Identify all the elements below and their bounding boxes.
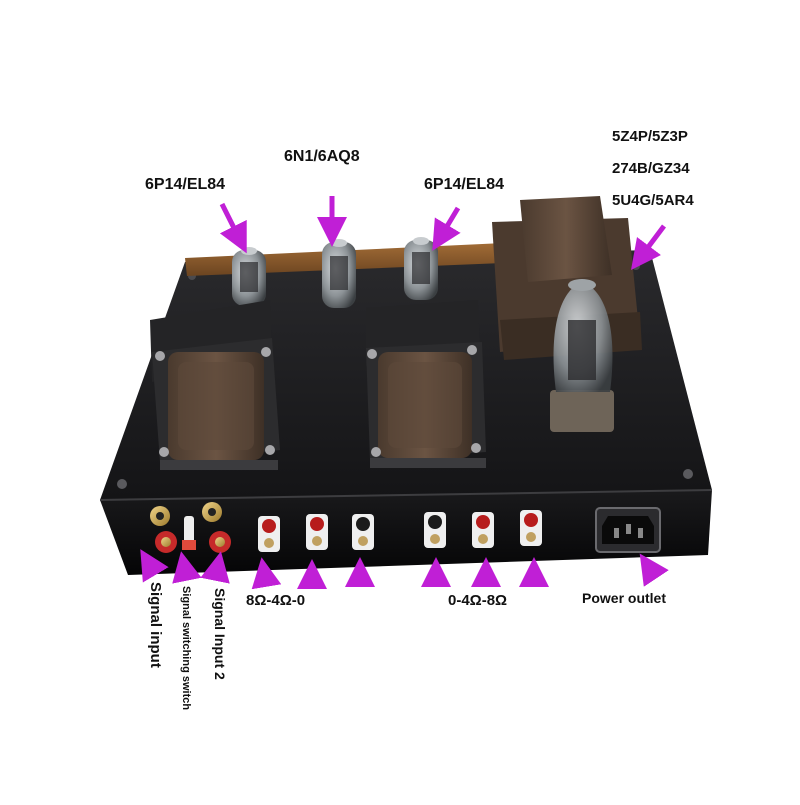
output-transformer-left	[150, 300, 280, 470]
signal-input-2-label: Signal Input 2	[212, 588, 228, 680]
rectifier-tube	[550, 279, 614, 432]
speaker-right-label: 0-4Ω-8Ω	[448, 592, 508, 609]
speaker-left-label: 8Ω-4Ω-0	[246, 592, 306, 609]
driver-tube-center	[322, 239, 356, 308]
rca-jacks	[150, 502, 231, 553]
rectifier-label-3: 5U4G/5AR4	[612, 192, 694, 209]
power-tube-right	[404, 237, 438, 300]
power-outlet-label: Power outlet	[582, 590, 667, 606]
signal-switch	[182, 516, 196, 550]
tube-center-label: 6N1/6AQ8	[284, 148, 360, 165]
chassis-front-panel	[100, 490, 712, 575]
power-tube-left	[232, 247, 266, 306]
annotation-arrows	[140, 196, 669, 590]
output-transformer-right	[366, 300, 486, 468]
speaker-terminals	[258, 510, 542, 552]
signal-input-label: Signal input	[147, 582, 164, 668]
tube-right-label: 6P14/EL84	[424, 176, 505, 193]
rectifier-label-2: 274B/GZ34	[612, 160, 690, 177]
tube-left-label: 6P14/EL84	[145, 176, 226, 193]
signal-switch-label: Signal switching switch	[180, 586, 192, 711]
rectifier-label-1: 5Z4P/5Z3P	[612, 128, 688, 145]
power-socket	[595, 507, 661, 553]
